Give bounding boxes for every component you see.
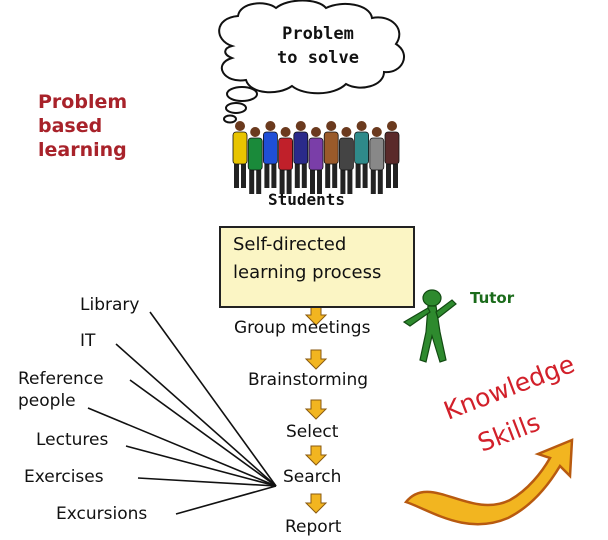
student-figure (308, 127, 324, 194)
student-figure (232, 121, 248, 188)
down-arrow (304, 399, 328, 420)
heading-line-2: based (38, 115, 103, 137)
student-figure (262, 121, 278, 188)
line-people (87, 407, 277, 487)
skills-text: Skills (474, 408, 544, 458)
student-figure (354, 121, 370, 188)
cloud-line-1: Problem (282, 24, 354, 44)
student-figure (293, 121, 309, 188)
step-brainstorming: Brainstorming (248, 370, 369, 390)
heading-line-1: Problem (38, 91, 128, 113)
thought-cloud (218, 0, 405, 95)
step-arrows (304, 305, 328, 514)
line-it (115, 343, 277, 487)
line-exercises (137, 477, 277, 487)
down-arrow (304, 349, 328, 370)
growth-arrow (403, 438, 574, 526)
resource-exercises: Exercises (24, 467, 104, 487)
student-figure (338, 127, 354, 194)
self-directed-line-2: learning process (233, 262, 382, 283)
step-report: Report (285, 517, 342, 537)
resource-lectures: Lectures (36, 430, 109, 450)
thought-bubble-small (223, 114, 237, 124)
student-figure (369, 127, 385, 194)
line-lectures (125, 445, 277, 487)
line-library (149, 311, 277, 487)
resource-excursions: Excursions (56, 504, 148, 524)
self-directed-line-1: Self-directed (233, 234, 347, 255)
tutor-label: Tutor (470, 289, 515, 307)
thought-bubble-large (226, 86, 258, 102)
resource-it: IT (80, 331, 96, 351)
students-label: Students (268, 190, 346, 209)
cloud-caption: Problem to solve (248, 22, 388, 70)
step-search: Search (283, 467, 342, 487)
line-excursions (175, 485, 277, 515)
cloud-line-2: to solve (277, 48, 359, 68)
student-figure (278, 127, 294, 194)
students-illustration (232, 121, 400, 194)
resource-reference: Reference (18, 369, 104, 389)
resource-people: people (18, 391, 76, 411)
down-arrow (304, 493, 328, 514)
resource-lines (87, 311, 277, 515)
student-figure (323, 121, 339, 188)
step-group-meetings: Group meetings (234, 318, 371, 338)
tutor-figure (402, 289, 457, 363)
knowledge-text: Knowledge (440, 349, 579, 425)
self-directed-box: Self-directed learning process (219, 226, 415, 308)
resource-library: Library (80, 295, 140, 315)
down-arrow (304, 445, 328, 466)
heading-line-3: learning (38, 139, 127, 161)
step-select: Select (286, 422, 339, 442)
thought-bubble-medium (225, 102, 247, 114)
student-figure (247, 127, 263, 194)
diagram-heading: Problem based learning (38, 90, 127, 162)
student-figure (384, 121, 400, 188)
line-reference (129, 379, 277, 487)
